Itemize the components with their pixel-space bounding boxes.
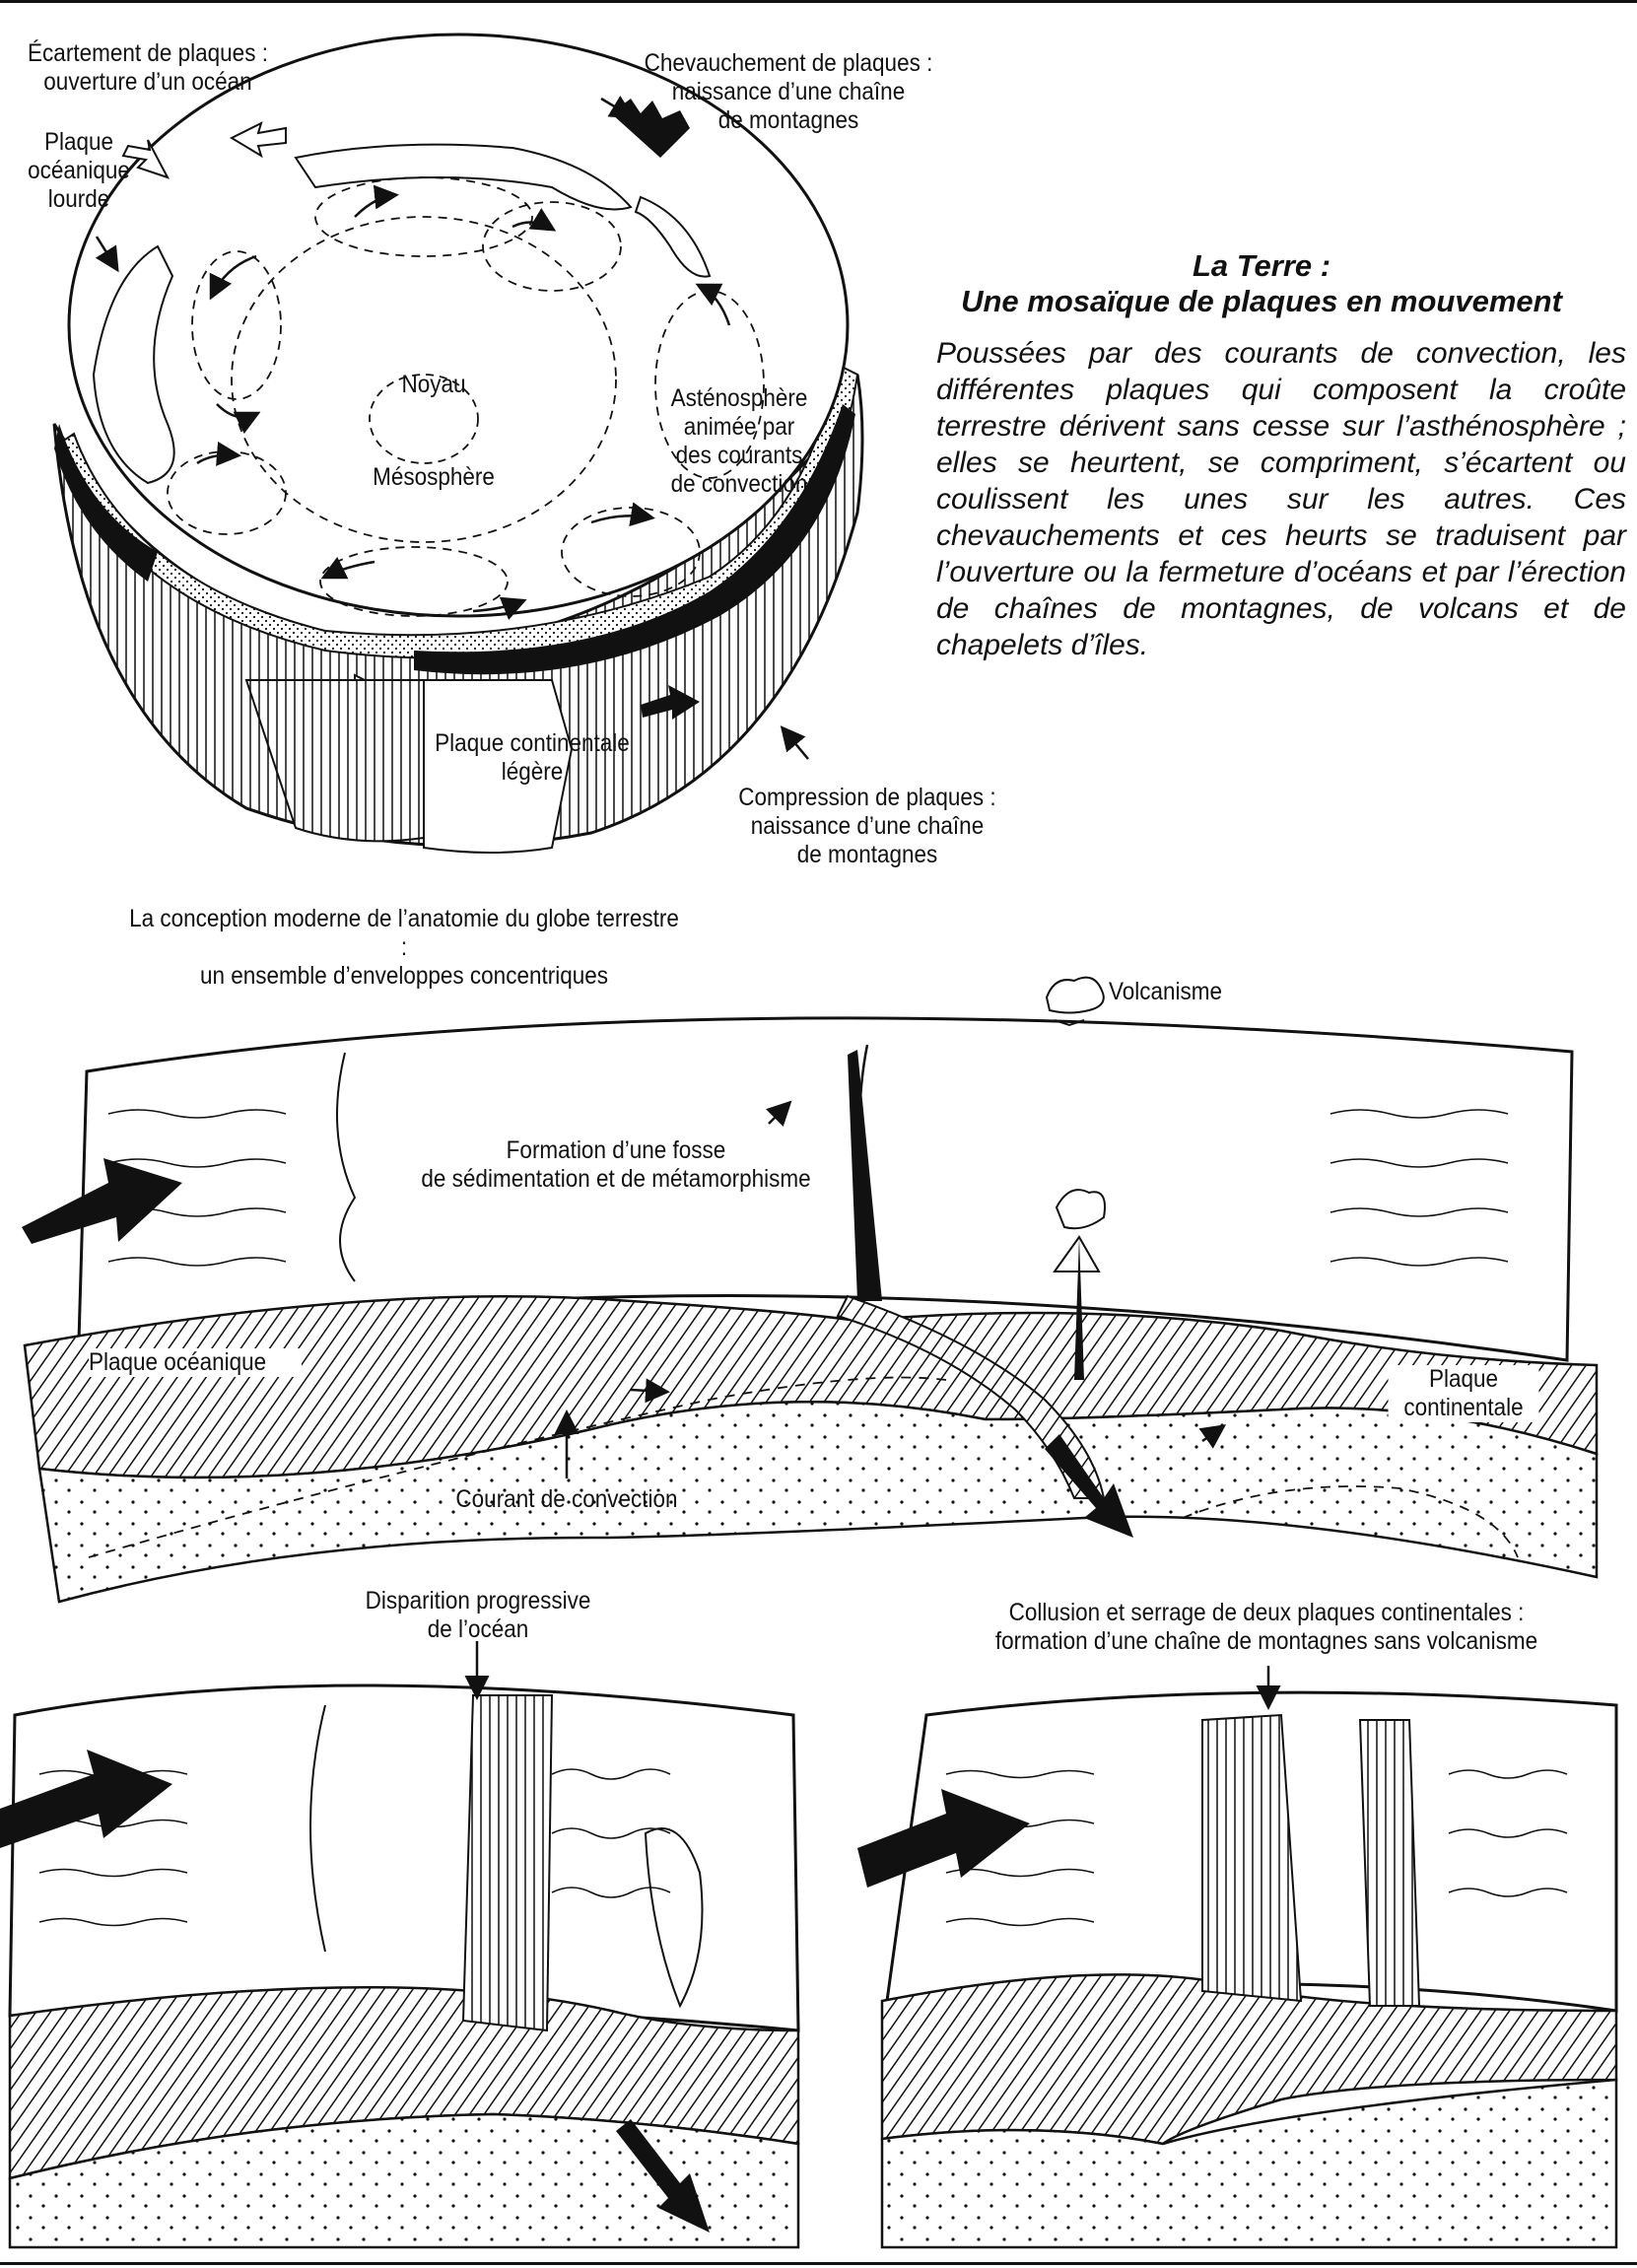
label-ecartement-line-2: ouverture d’un océan [43, 68, 252, 96]
label-asthenosphere-line-4: de convection [670, 470, 808, 498]
globe-caption-line-2: un ensemble d’enveloppes concentriques [199, 962, 609, 990]
globe-lithosphere-band [54, 424, 158, 582]
closing-push-arrow [0, 1750, 172, 1848]
main-title: La Terre : Une mosaïque de plaques en mo… [887, 248, 1636, 319]
block-push-arrow [22, 1158, 182, 1244]
collision-block [857, 1666, 1618, 2249]
main-paragraph: Poussées par des courants de convection,… [936, 337, 1626, 661]
label-ecartement: Écartement de plaques : ouverture d’un o… [15, 39, 281, 97]
top-rule [0, 0, 1637, 3]
main-title-line-1: La Terre : [1192, 248, 1331, 283]
label-compression-line-1: Compression de plaques : [738, 784, 996, 811]
mantle-layer [37, 1400, 1599, 1604]
label-disparition-line-1: Disparition progressive [365, 1587, 591, 1615]
label-ecartement-line-1: Écartement de plaques : [28, 39, 268, 67]
label-asthenosphere-line-3: des courants [675, 442, 803, 469]
label-fosse: Formation d’une fosse de sédimentation e… [403, 1136, 829, 1194]
label-asthenosphere-line-2: animée par [683, 413, 795, 441]
subduction-block-diagram [22, 976, 1599, 1604]
label-chevauchement: Chevauchement de plaques : naissance d’u… [629, 49, 948, 135]
spreading-arrow-left [121, 139, 171, 179]
label-chevauchement-line-1: Chevauchement de plaques : [644, 49, 933, 77]
label-plaque-oceanique-lourde-line-2: océanique [28, 157, 130, 184]
globe-asthenosphere-ring [57, 363, 859, 659]
globe-caption: La conception moderne de l’anatomie du g… [129, 905, 679, 991]
globe-core-boundary [369, 374, 479, 464]
label-plaque-continentale-legere: Plaque continentale légère [417, 729, 648, 787]
bottom-rule [0, 2262, 1637, 2265]
globe-cutaway [52, 33, 864, 854]
label-chevauchement-line-2: naissance d’une chaîne [671, 78, 906, 105]
label-fosse-line-1: Formation d’une fosse [506, 1136, 726, 1164]
label-plaque-oceanique: Plaque océanique [89, 1348, 302, 1377]
subduction-arrow [1045, 1434, 1133, 1538]
label-plaque-oceanique-lourde-line-3: lourde [47, 185, 110, 213]
label-fosse-line-2: de sédimentation et de métamorphisme [421, 1165, 811, 1193]
label-collusion: Collusion et serrage de deux plaques con… [943, 1599, 1591, 1656]
globe-convection-arrows [196, 184, 731, 621]
label-collusion-line-2: formation d’une chaîne de montagnes sans… [994, 1627, 1538, 1655]
globe-caption-line-1: La conception moderne de l’anatomie du g… [129, 905, 679, 961]
label-plaque-continentale-legere-line-2: légère [501, 758, 564, 786]
label-volcanisme: Volcanisme [1109, 978, 1223, 1005]
globe-right-slab [634, 195, 712, 278]
globe-continental-block [423, 679, 574, 854]
label-mesosphere: Mésosphère [373, 463, 495, 491]
label-courant-de-convection: Courant de convection [455, 1485, 678, 1513]
label-chevauchement-line-3: de montagnes [717, 106, 859, 134]
label-plaque-continentale: Plaque continentale [1388, 1365, 1539, 1422]
volcano-plume [1045, 976, 1105, 1014]
label-asthenosphere: Asténosphère animée par des courants de … [659, 384, 819, 499]
label-compression-line-3: de montagnes [796, 841, 938, 868]
main-title-line-2: Une mosaïque de plaques en mouvement [961, 284, 1562, 318]
ocean-closing-block [0, 1641, 800, 2249]
label-plaque-oceanique-lourde: Plaque océanique lourde [22, 128, 137, 214]
label-plaque-oceanique-lourde-line-1: Plaque [43, 128, 114, 156]
label-asthenosphere-line-1: Asténosphère [670, 384, 808, 412]
closing-subduction-arrow [616, 2119, 710, 2233]
label-compression: Compression de plaques : naissance d’une… [721, 784, 1014, 869]
magma-conduit [1074, 1237, 1084, 1380]
block-pointers [554, 1100, 1227, 1478]
globe-oceanic-slab [92, 244, 175, 485]
label-collusion-line-1: Collusion et serrage de deux plaques con… [1008, 1599, 1525, 1626]
label-disparition: Disparition progressive de l’océan [327, 1587, 629, 1644]
label-disparition-line-2: de l’océan [427, 1615, 529, 1643]
label-compression-line-2: naissance d’une chaîne [750, 812, 985, 840]
globe-label-pointers [95, 95, 809, 760]
label-plaque-continentale-line-2: continentale [1403, 1394, 1524, 1421]
globe-push-arrow [641, 685, 700, 720]
collision-push-arrow [857, 1789, 1030, 1888]
label-plaque-continentale-line-1: Plaque [1428, 1365, 1499, 1393]
label-noyau: Noyau [401, 371, 466, 398]
globe-mesosphere-boundary [231, 216, 617, 543]
spreading-arrow-right [229, 121, 287, 159]
label-plaque-continentale-legere-line-1: Plaque continentale [435, 729, 630, 757]
